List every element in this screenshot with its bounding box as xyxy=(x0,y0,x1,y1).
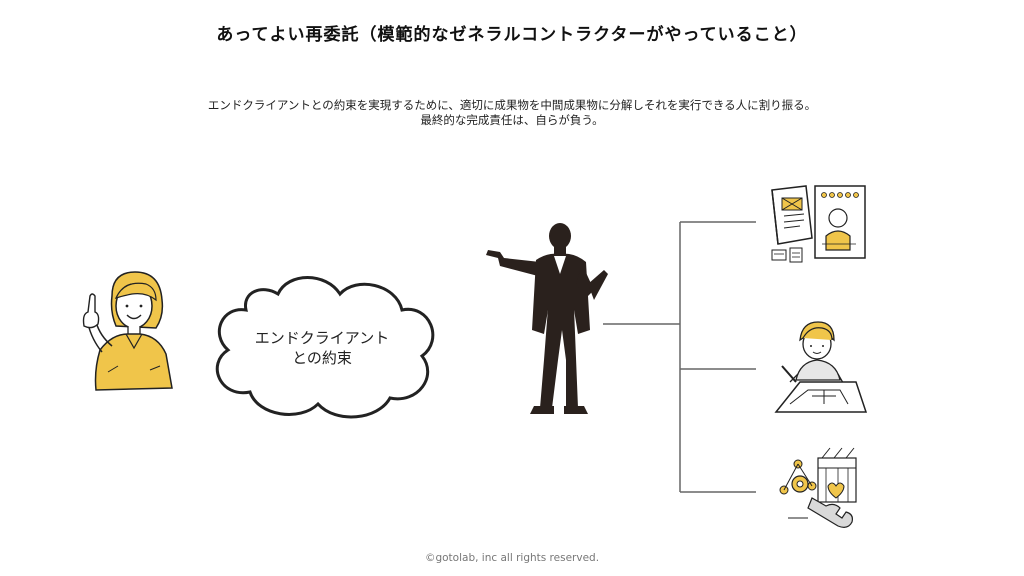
description-line-1: エンドクライアントとの約束を実現するために、適切に成果物を中間成果物に分解しそれ… xyxy=(207,98,817,112)
engineering-tools-icon xyxy=(779,447,857,528)
contractor-silhouette-icon xyxy=(486,223,608,414)
cloud-text-line-2: との約束 xyxy=(292,349,352,367)
page-title: あってよい再委託（模範的なゼネラルコントラクターがやっていること） xyxy=(216,25,808,45)
cloud-shape xyxy=(215,276,435,419)
cloud-text-line-1: エンドクライアント xyxy=(254,329,390,347)
documents-design-icon xyxy=(771,185,866,263)
client-person-icon xyxy=(82,271,173,391)
copyright-footer: ©gotolab, inc all rights reserved. xyxy=(424,552,600,564)
description-line-2: 最終的な完成責任は、自らが負う。 xyxy=(420,113,604,127)
cloud-text: エンドクライアント との約束 xyxy=(232,328,412,368)
description: エンドクライアントとの約束を実現するために、適切に成果物を中間成果物に分解しそれ… xyxy=(0,98,1024,128)
connector-lines xyxy=(603,221,756,493)
person-drafting-icon xyxy=(774,321,868,413)
